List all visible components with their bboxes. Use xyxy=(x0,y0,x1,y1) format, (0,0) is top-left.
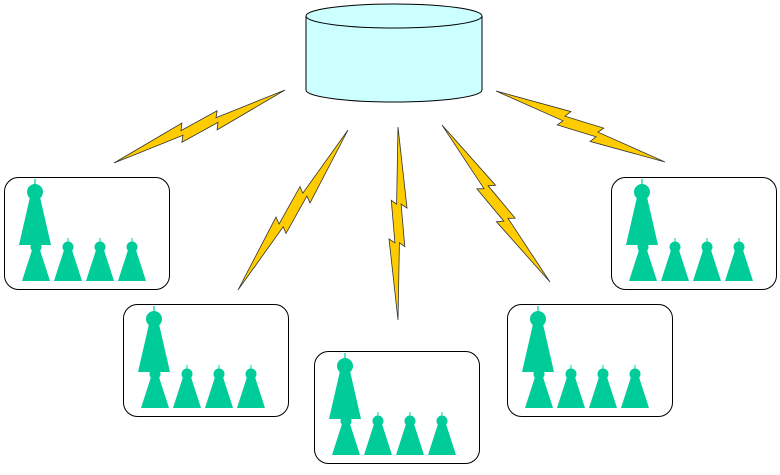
person-group-icon xyxy=(611,177,777,290)
lightning-bolt-icon xyxy=(441,124,551,283)
database-hub xyxy=(305,3,483,103)
person-icon xyxy=(237,365,265,408)
person-icon xyxy=(725,238,753,281)
lightning-bolt-icon xyxy=(388,126,408,321)
person-icon xyxy=(557,365,585,408)
lightning-bolt-icon xyxy=(495,90,666,163)
database-cylinder-icon xyxy=(305,3,483,103)
person-icon xyxy=(332,412,360,455)
person-icon xyxy=(626,179,658,245)
person-icon xyxy=(621,365,649,408)
person-icon xyxy=(118,238,146,281)
person-icon xyxy=(19,179,51,245)
person-icon xyxy=(396,412,424,455)
person-icon xyxy=(693,238,721,281)
person-icon xyxy=(428,412,456,455)
person-group-icon xyxy=(314,351,480,464)
person-icon xyxy=(589,365,617,408)
person-icon xyxy=(54,238,82,281)
person-icon xyxy=(522,306,554,372)
person-icon xyxy=(86,238,114,281)
person-icon xyxy=(141,365,169,408)
groups-layer xyxy=(4,177,777,464)
person-group-icon xyxy=(123,304,289,417)
lightning-bolt-icon xyxy=(113,89,286,164)
person-icon xyxy=(629,238,657,281)
person-icon xyxy=(22,238,50,281)
person-icon xyxy=(329,353,361,419)
person-icon xyxy=(205,365,233,408)
person-group-icon xyxy=(4,177,170,290)
lightning-bolt-icon xyxy=(237,129,349,291)
person-icon xyxy=(173,365,201,408)
person-icon xyxy=(364,412,392,455)
person-group-icon xyxy=(507,304,673,417)
person-icon xyxy=(525,365,553,408)
bolts-layer xyxy=(113,89,666,321)
person-icon xyxy=(138,306,170,372)
person-icon xyxy=(661,238,689,281)
